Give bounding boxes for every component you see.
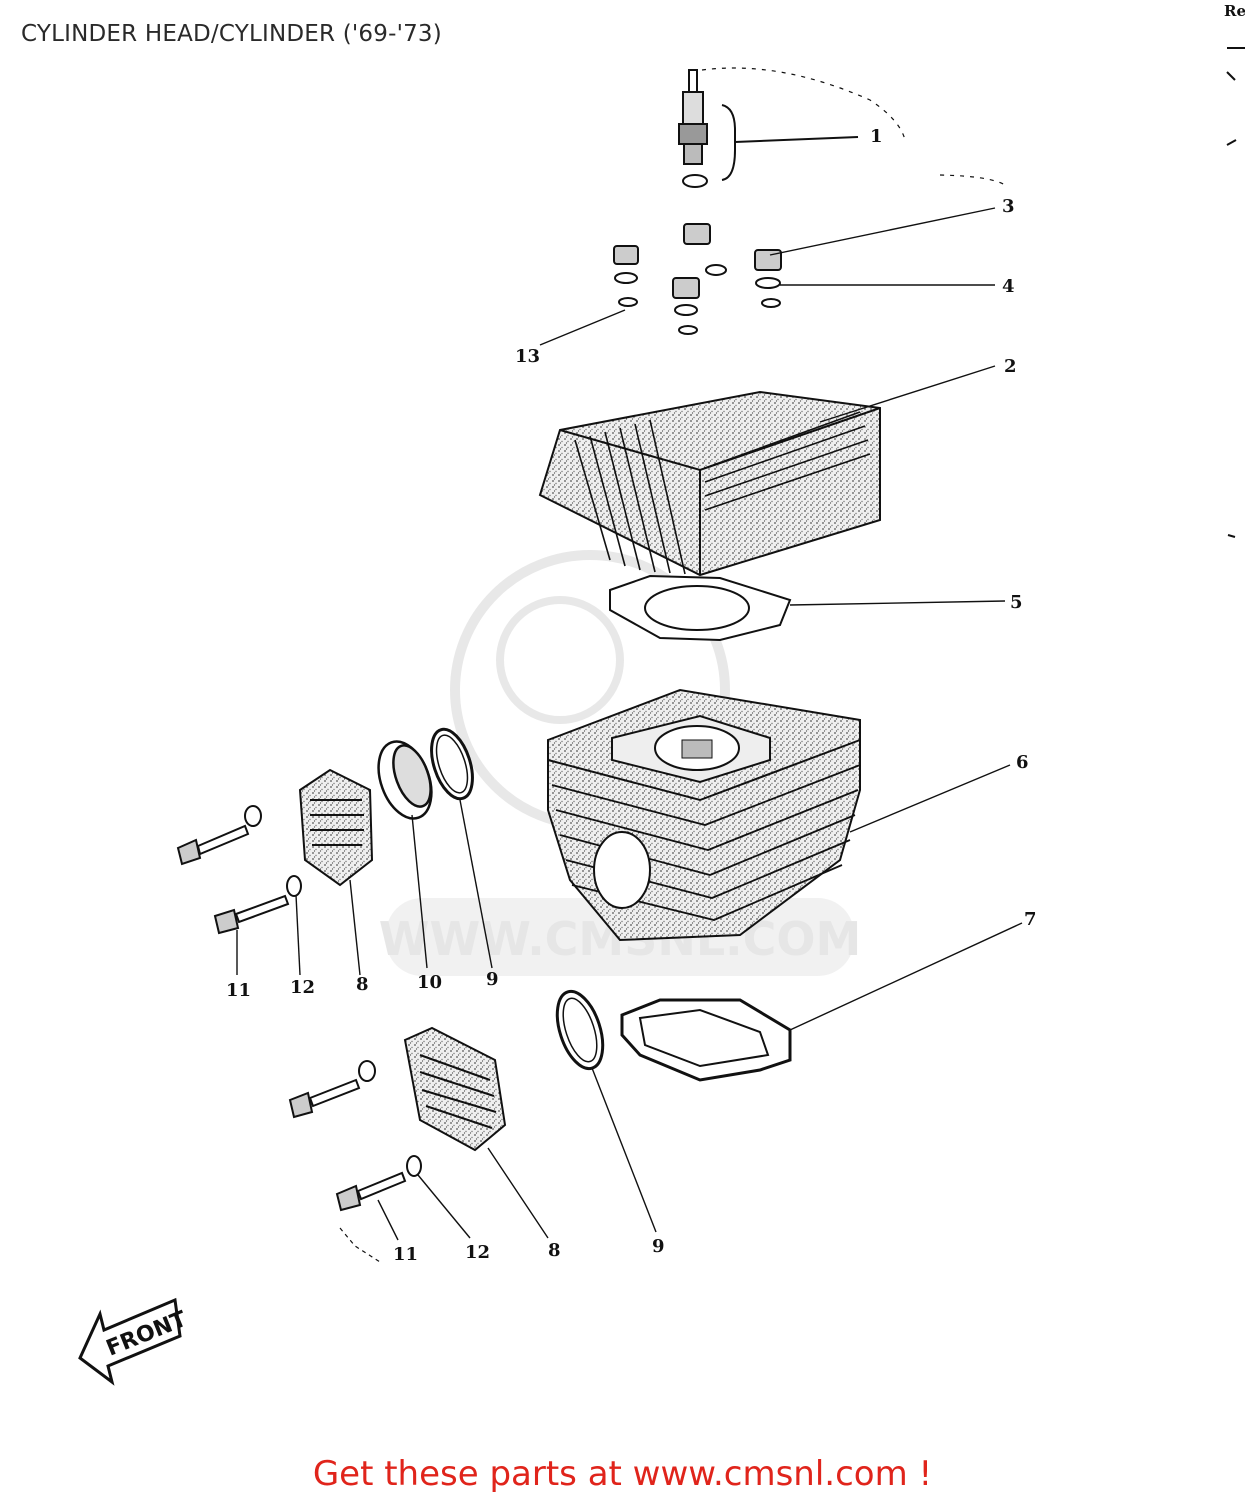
- callout-11-upper: 11: [226, 980, 251, 1001]
- nut-group-left: [613, 245, 639, 307]
- nut-group-center: [672, 277, 700, 335]
- head-gasket: [609, 574, 792, 642]
- spark-plug: [678, 69, 708, 188]
- corner-fragment: Re: [1224, 2, 1245, 20]
- callout-9-upper: 9: [486, 969, 499, 990]
- callout-numbers: 1 2 3 4 5 6 7 13 11 12 8 10 9 11 12 8 9: [226, 126, 1037, 1265]
- bolts-lower: [288, 1060, 422, 1263]
- callout-8-upper: 8: [356, 974, 369, 995]
- leader-lines: [236, 207, 1023, 1241]
- exploded-parts-diagram: WWW.CMSNL.COM: [78, 47, 1245, 1386]
- base-gasket: [620, 998, 792, 1082]
- nut-group-top: [683, 223, 727, 276]
- callout-7: 7: [1024, 909, 1037, 930]
- cylinder: [547, 688, 861, 942]
- edge-marks: [1226, 47, 1245, 538]
- callout-9-lower: 9: [652, 1236, 665, 1257]
- manifold-lower: [403, 1026, 507, 1152]
- callout-1: 1: [870, 126, 883, 147]
- bolts-upper: [176, 805, 302, 935]
- nut-group-right: [754, 249, 782, 308]
- callout-4: 4: [1002, 276, 1015, 297]
- callout-8-lower: 8: [548, 1240, 561, 1261]
- bracket-1: [701, 67, 1006, 186]
- callout-12-lower: 12: [465, 1242, 490, 1263]
- callout-2: 2: [1004, 356, 1017, 377]
- callout-13: 13: [515, 346, 540, 367]
- callout-11-lower: 11: [393, 1244, 418, 1265]
- footer-cta: Get these parts at www.cmsnl.com !: [312, 1454, 933, 1494]
- manifold-upper: [298, 768, 374, 887]
- callout-5: 5: [1010, 592, 1023, 613]
- callout-12-upper: 12: [290, 977, 315, 998]
- page-title: CYLINDER HEAD/CYLINDER ('69-'73): [21, 21, 442, 47]
- head-nuts-washers: [613, 223, 782, 335]
- clamp-band: [377, 740, 433, 820]
- callout-3: 3: [1002, 196, 1015, 217]
- front-arrow-icon: FRONT: [78, 1297, 190, 1386]
- cylinder-head: [538, 390, 881, 577]
- callout-10: 10: [417, 972, 442, 993]
- callout-6: 6: [1016, 752, 1029, 773]
